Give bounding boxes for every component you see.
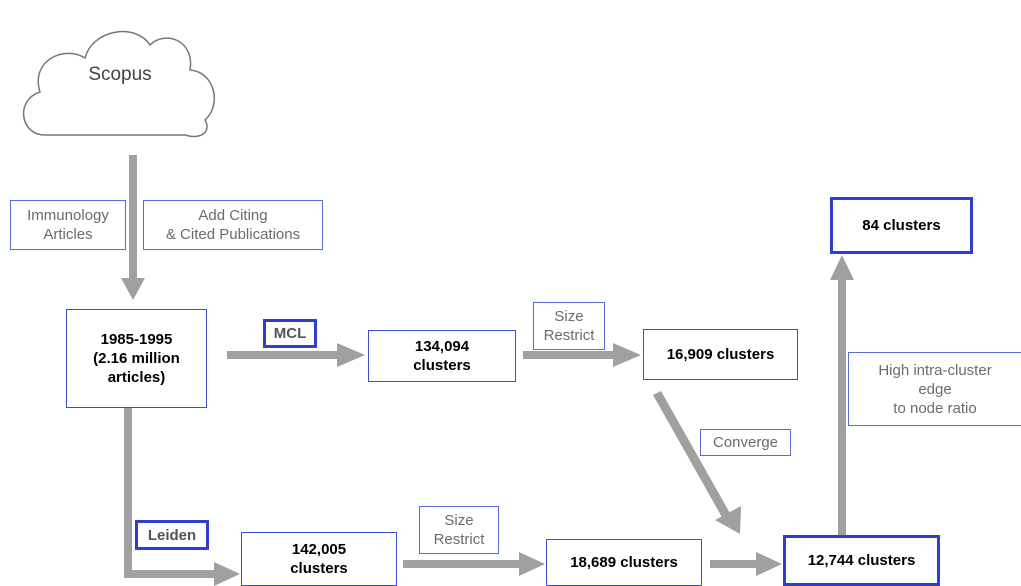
arrowhead-leiden-to-restricted (519, 552, 545, 576)
high-ratio-label: High intra-cluster edge to node ratio (848, 352, 1021, 426)
arrowhead-mcl-to-restricted (613, 343, 641, 367)
arrowhead-start-to-leiden (214, 562, 240, 586)
leiden-restricted-node: 18,689 clusters (546, 539, 702, 586)
scopus-label: Scopus (88, 64, 152, 85)
arrow-converged-to-final (838, 278, 846, 542)
converged-node: 12,744 clusters (783, 535, 940, 586)
arrowhead-converged-to-final (830, 255, 854, 280)
leiden-clusters-node: 142,005 clusters (241, 532, 397, 586)
arrow-start-down (124, 408, 132, 578)
arrowhead-restricted-to-converged (756, 552, 782, 576)
arrow-leiden-to-restricted (403, 560, 521, 568)
final-node: 84 clusters (830, 197, 973, 254)
mcl-restricted-node: 16,909 clusters (643, 329, 798, 380)
arrow-converge (653, 391, 731, 519)
size-restrict-bottom-label: Size Restrict (419, 506, 499, 554)
cloud-icon (23, 30, 216, 138)
citing-label: Add Citing & Cited Publications (143, 200, 323, 250)
arrow-start-to-leiden (124, 570, 216, 578)
mcl-clusters-node: 134,094 clusters (368, 330, 516, 382)
arrowhead-start-to-mcl (337, 343, 365, 367)
arrow-restricted-to-converged (710, 560, 758, 568)
mcl-method-label: MCL (263, 319, 317, 348)
converge-label: Converge (700, 429, 791, 456)
size-restrict-top-label: Size Restrict (533, 302, 605, 350)
arrow-start-to-mcl (227, 351, 339, 359)
arrow-mcl-to-restricted (523, 351, 615, 359)
arrowhead-scopus-to-start (121, 278, 145, 300)
start-node: 1985-1995 (2.16 million articles) (66, 309, 207, 408)
leiden-method-label: Leiden (135, 520, 209, 550)
arrowhead-converge (715, 506, 741, 534)
arrow-scopus-to-start (129, 155, 137, 281)
immunology-label: Immunology Articles (10, 200, 126, 250)
